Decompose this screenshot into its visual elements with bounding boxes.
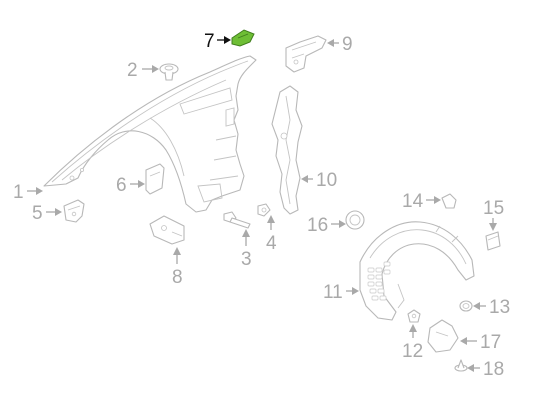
callout-4[interactable]: 4 xyxy=(266,215,277,254)
callout-3[interactable]: 3 xyxy=(241,229,252,270)
callout-12[interactable]: 12 xyxy=(402,324,423,362)
part-15-block[interactable] xyxy=(485,231,501,251)
fender-panel[interactable] xyxy=(43,55,257,213)
part-5-bracket[interactable] xyxy=(63,199,85,223)
callout-label-2: 2 xyxy=(127,60,138,81)
callout-label-11: 11 xyxy=(323,282,343,303)
callout-label-12: 12 xyxy=(402,341,423,362)
part-13-grommet[interactable] xyxy=(459,300,473,312)
part-11-wheel-liner[interactable] xyxy=(359,221,475,321)
part-3-bolt[interactable] xyxy=(223,211,251,229)
callout-label-9: 9 xyxy=(342,34,353,55)
callout-label-14: 14 xyxy=(402,191,424,212)
callout-label-4: 4 xyxy=(266,233,277,254)
callout-6[interactable]: 6 xyxy=(116,175,145,196)
callout-label-15: 15 xyxy=(483,198,504,219)
part-17-bracket[interactable] xyxy=(427,319,459,353)
callout-label-8: 8 xyxy=(172,267,183,288)
callout-label-3: 3 xyxy=(241,249,252,270)
callout-label-10: 10 xyxy=(316,170,337,191)
callout-label-5: 5 xyxy=(32,203,43,224)
part-14-clip[interactable] xyxy=(441,193,457,209)
part-4-fastener[interactable] xyxy=(257,203,271,217)
callout-1[interactable]: 1 xyxy=(13,182,43,203)
part-9-bracket[interactable] xyxy=(285,35,327,73)
part-8-bracket[interactable] xyxy=(149,215,185,245)
part-6-bracket[interactable] xyxy=(145,163,165,195)
callout-17[interactable]: 17 xyxy=(460,332,501,353)
callout-16[interactable]: 16 xyxy=(307,215,346,236)
callout-label-13: 13 xyxy=(489,297,510,318)
callout-2[interactable]: 2 xyxy=(127,60,159,81)
callout-label-18: 18 xyxy=(483,359,504,380)
callout-9[interactable]: 9 xyxy=(327,34,353,55)
part-12-clip[interactable] xyxy=(407,309,421,323)
part-18-pin[interactable] xyxy=(454,359,468,372)
callout-14[interactable]: 14 xyxy=(402,191,441,212)
callout-label-6: 6 xyxy=(116,175,127,196)
callout-13[interactable]: 13 xyxy=(473,297,510,318)
callout-label-16: 16 xyxy=(307,215,328,236)
callout-18[interactable]: 18 xyxy=(467,359,504,380)
part-2-clip[interactable] xyxy=(159,63,179,81)
callout-label-1: 1 xyxy=(13,182,24,203)
callout-label-7: 7 xyxy=(204,31,215,52)
part-10-seal[interactable] xyxy=(271,85,303,215)
callout-7[interactable]: 7 xyxy=(204,31,231,52)
callout-11[interactable]: 11 xyxy=(323,282,359,303)
part-7-highlighted-pad[interactable] xyxy=(231,29,255,47)
callout-8[interactable]: 8 xyxy=(172,247,183,288)
callout-label-17: 17 xyxy=(480,332,501,353)
callout-15[interactable]: 15 xyxy=(483,198,504,231)
callout-5[interactable]: 5 xyxy=(32,203,62,224)
callout-10[interactable]: 10 xyxy=(301,170,337,191)
part-16-plug[interactable] xyxy=(345,210,365,230)
